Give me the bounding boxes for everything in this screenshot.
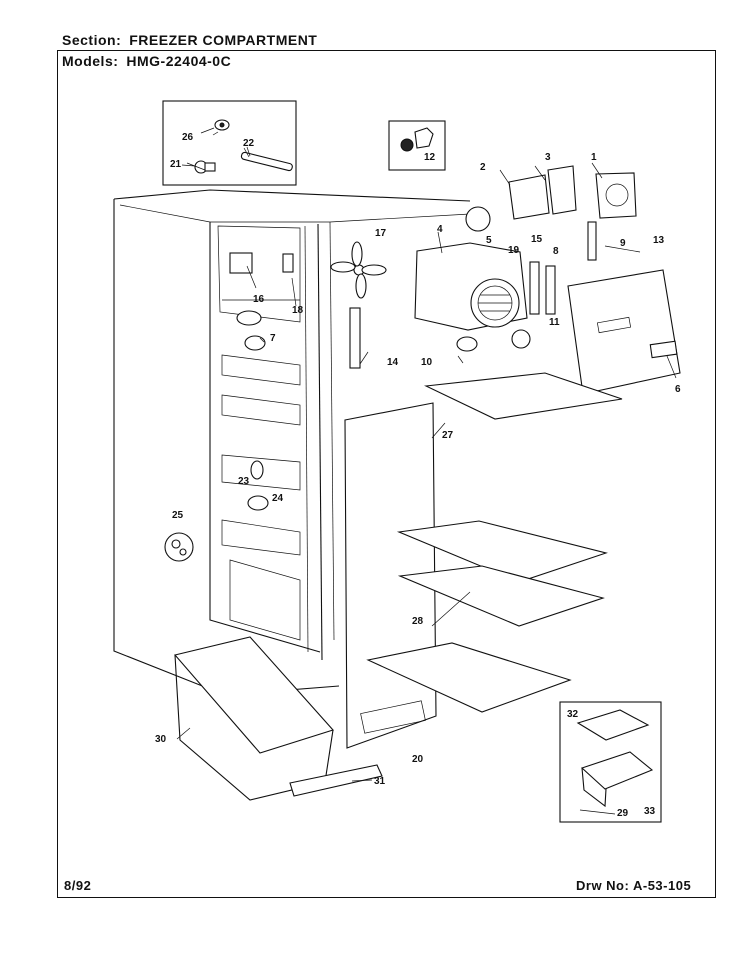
callout-22: 22: [243, 138, 255, 149]
callout-7: 7: [270, 333, 276, 344]
callout-6: 6: [675, 384, 681, 395]
callout-9: 9: [620, 238, 626, 249]
callout-12: 12: [424, 152, 436, 163]
callout-15: 15: [531, 234, 543, 245]
section-label: Section:: [62, 32, 122, 48]
callout-4: 4: [437, 224, 443, 235]
drawing-number: Drw No: A-53-105: [576, 878, 691, 893]
upper-right-components: [508, 165, 637, 315]
callout-18: 18: [292, 305, 304, 316]
diagram-frame: [57, 50, 716, 898]
callout-25: 25: [172, 510, 184, 521]
callout-21: 21: [170, 159, 182, 170]
drawing-number-value: A-53-105: [632, 878, 692, 893]
callout-13: 13: [653, 235, 665, 246]
section-value: FREEZER COMPARTMENT: [129, 32, 318, 48]
models-value: HMG-22404-0C: [126, 53, 232, 69]
callout-3: 3: [545, 152, 551, 163]
callout-32: 32: [567, 709, 579, 720]
inset-hardware-box: [162, 100, 297, 186]
freezer-basket: [173, 636, 383, 801]
part-12-inset: [388, 120, 446, 171]
callout-8: 8: [553, 246, 559, 257]
control-components: [164, 252, 294, 562]
callout-10: 10: [421, 357, 433, 368]
models-heading: Models: HMG-22404-0C: [62, 53, 231, 69]
callout-20: 20: [412, 754, 424, 765]
callout-27: 27: [442, 430, 454, 441]
callout-26: 26: [182, 132, 194, 143]
evaporator-fan-blade: [330, 241, 387, 299]
ice-bin-inset: [559, 701, 662, 823]
callout-5: 5: [486, 235, 492, 246]
rear-access-panel: [567, 269, 681, 395]
models-label: Models:: [62, 53, 119, 69]
revision-date: 8/92: [64, 878, 92, 893]
callout-31: 31: [374, 776, 386, 787]
callout-29: 29: [617, 808, 629, 819]
callout-19: 19: [508, 245, 520, 256]
callout-30: 30: [155, 734, 167, 745]
callout-24: 24: [272, 493, 284, 504]
wire-shelves: [366, 372, 623, 713]
evaporator-cover-assembly: [349, 206, 531, 369]
callout-33: 33: [644, 806, 656, 817]
callout-14: 14: [387, 357, 399, 368]
part-callouts: 1 2 3 4 5 6 7 8 9 10 11 12 13 14 15 16 1…: [155, 132, 681, 819]
section-heading: Section: FREEZER COMPARTMENT: [62, 32, 317, 48]
leader-lines: [176, 131, 677, 815]
callout-28: 28: [412, 616, 424, 627]
callout-17: 17: [375, 228, 387, 239]
callout-1: 1: [591, 152, 597, 163]
drawing-number-label: Drw No:: [576, 878, 630, 893]
callout-2: 2: [480, 162, 486, 173]
callout-11: 11: [549, 317, 560, 328]
callout-16: 16: [253, 294, 265, 305]
callout-23: 23: [238, 476, 250, 487]
